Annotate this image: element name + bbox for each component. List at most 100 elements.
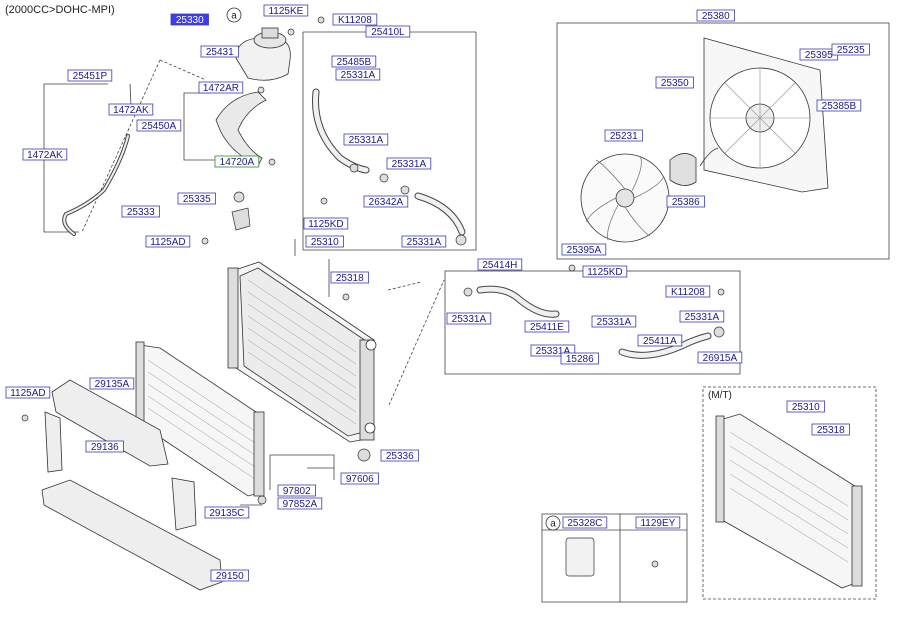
- part-label-25450a: 25450A: [136, 119, 182, 132]
- part-label-1129ey: 1129EY: [635, 516, 681, 529]
- label-box: [198, 81, 244, 94]
- label-box: [831, 43, 870, 56]
- label-text: 1125AD: [150, 237, 185, 248]
- label-box: [401, 235, 447, 248]
- label-text: 14720A: [220, 157, 255, 168]
- part-label-25330: 25330: [170, 13, 209, 26]
- label-text: 25431: [206, 47, 234, 58]
- part-label-25485b: 25485B: [331, 55, 377, 68]
- label-text: 25331A: [536, 346, 571, 357]
- label-layer: 253301125KEK1120825410L253802543125485B2…: [5, 4, 870, 582]
- mt-label: (M/T): [708, 390, 732, 401]
- label-text: 25331A: [597, 317, 632, 328]
- label-box: [679, 310, 725, 323]
- label-text: 25385B: [822, 101, 857, 112]
- part-label-25318_a: 25318: [330, 271, 369, 284]
- label-text: 25414H: [482, 260, 517, 271]
- label-text: 25333: [127, 207, 155, 218]
- part-label-25331a_r4: 25331A: [679, 310, 725, 323]
- label-text: 25335: [183, 194, 211, 205]
- label-box: [446, 312, 492, 325]
- part-label-25331a_mid2: 25331A: [386, 157, 432, 170]
- label-text: 25410L: [371, 27, 405, 38]
- hoses: [62, 88, 712, 359]
- radiator-mt: [715, 413, 863, 589]
- part-label-97802: 97802: [277, 484, 316, 497]
- part-label-25411e: 25411E: [524, 320, 570, 333]
- part-label-1125ke: 1125KE: [263, 4, 309, 17]
- part-label-25331a_top: 25331A: [335, 68, 381, 81]
- label-text: 25380: [702, 11, 730, 22]
- radiator-main: [227, 261, 377, 443]
- label-text: K11208: [671, 287, 705, 298]
- label-text: 1125KE: [268, 6, 303, 17]
- label-box: [562, 516, 608, 529]
- label-text: 25451P: [73, 71, 108, 82]
- mt-frame: [702, 386, 877, 600]
- frame-lines: [43, 22, 890, 603]
- label-box: [85, 440, 124, 453]
- label-box: [22, 148, 68, 161]
- part-label-1125kd_b: 1125KD: [582, 265, 628, 278]
- label-box: [343, 133, 389, 146]
- part-label-25310_a: 25310: [305, 235, 344, 248]
- label-box: [335, 68, 381, 81]
- label-box: [635, 516, 681, 529]
- part-label-25331a_r1: 25331A: [446, 312, 492, 325]
- label-box: [204, 506, 250, 519]
- label-box: [331, 55, 377, 68]
- marker-text: a: [231, 11, 237, 22]
- part-label-25310_b: 25310: [786, 400, 825, 413]
- label-text: 25310: [792, 402, 820, 413]
- label-box: [340, 472, 379, 485]
- label-box: [561, 243, 607, 256]
- cooling-fan: [580, 147, 719, 243]
- hardware: [21, 16, 725, 577]
- label-text: 1129EY: [640, 518, 675, 529]
- label-text: 25411E: [530, 322, 564, 333]
- label-text: 25485B: [337, 57, 372, 68]
- label-box: [386, 157, 432, 170]
- label-box: [330, 271, 369, 284]
- label-text: 25331A: [392, 159, 427, 170]
- part-label-25386: 25386: [666, 195, 705, 208]
- label-box: [136, 119, 182, 132]
- label-text: 25450A: [142, 121, 177, 132]
- label-text: 25386: [672, 197, 700, 208]
- part-label-k11208_b: K11208: [665, 285, 711, 298]
- part-label-1125ad_b: 1125AD: [5, 386, 51, 399]
- air-guards: [41, 379, 223, 591]
- label-box: [811, 423, 850, 436]
- label-box: [365, 25, 411, 38]
- part-label-15286: 15286: [560, 352, 599, 365]
- label-box: [305, 235, 344, 248]
- label-text: 26342A: [369, 197, 404, 208]
- part-label-25331a_low: 25331A: [401, 235, 447, 248]
- part-label-25331a_mid: 25331A: [343, 133, 389, 146]
- label-text: 25231: [610, 131, 638, 142]
- label-box: [214, 155, 260, 168]
- part-label-29150: 29150: [210, 569, 249, 582]
- cap-table-frame: [541, 513, 688, 603]
- part-label-25333: 25333: [121, 205, 160, 218]
- callout-a-marker: a: [545, 515, 561, 531]
- part-label-25380: 25380: [696, 9, 735, 22]
- label-box: [277, 484, 316, 497]
- part-label-1472ak_a: 1472AK: [108, 103, 154, 116]
- part-label-25328c: 25328C: [562, 516, 608, 529]
- part-label-1472ak_b: 1472AK: [22, 148, 68, 161]
- part-label-25411a: 25411A: [637, 334, 683, 347]
- label-text: 25331A: [341, 70, 376, 81]
- label-box: [121, 205, 160, 218]
- label-box: [786, 400, 825, 413]
- marker-text: a: [550, 519, 556, 530]
- part-label-1125ad_a: 1125AD: [145, 235, 191, 248]
- label-text: 25331A: [452, 314, 487, 325]
- label-box: [816, 99, 862, 112]
- fan-shroud: [703, 37, 829, 193]
- part-label-k11208: K11208: [332, 13, 378, 26]
- hose-group-frame: [302, 32, 477, 251]
- label-text: 25310: [311, 237, 339, 248]
- label-text: 97606: [346, 474, 374, 485]
- part-label-25385b: 25385B: [816, 99, 862, 112]
